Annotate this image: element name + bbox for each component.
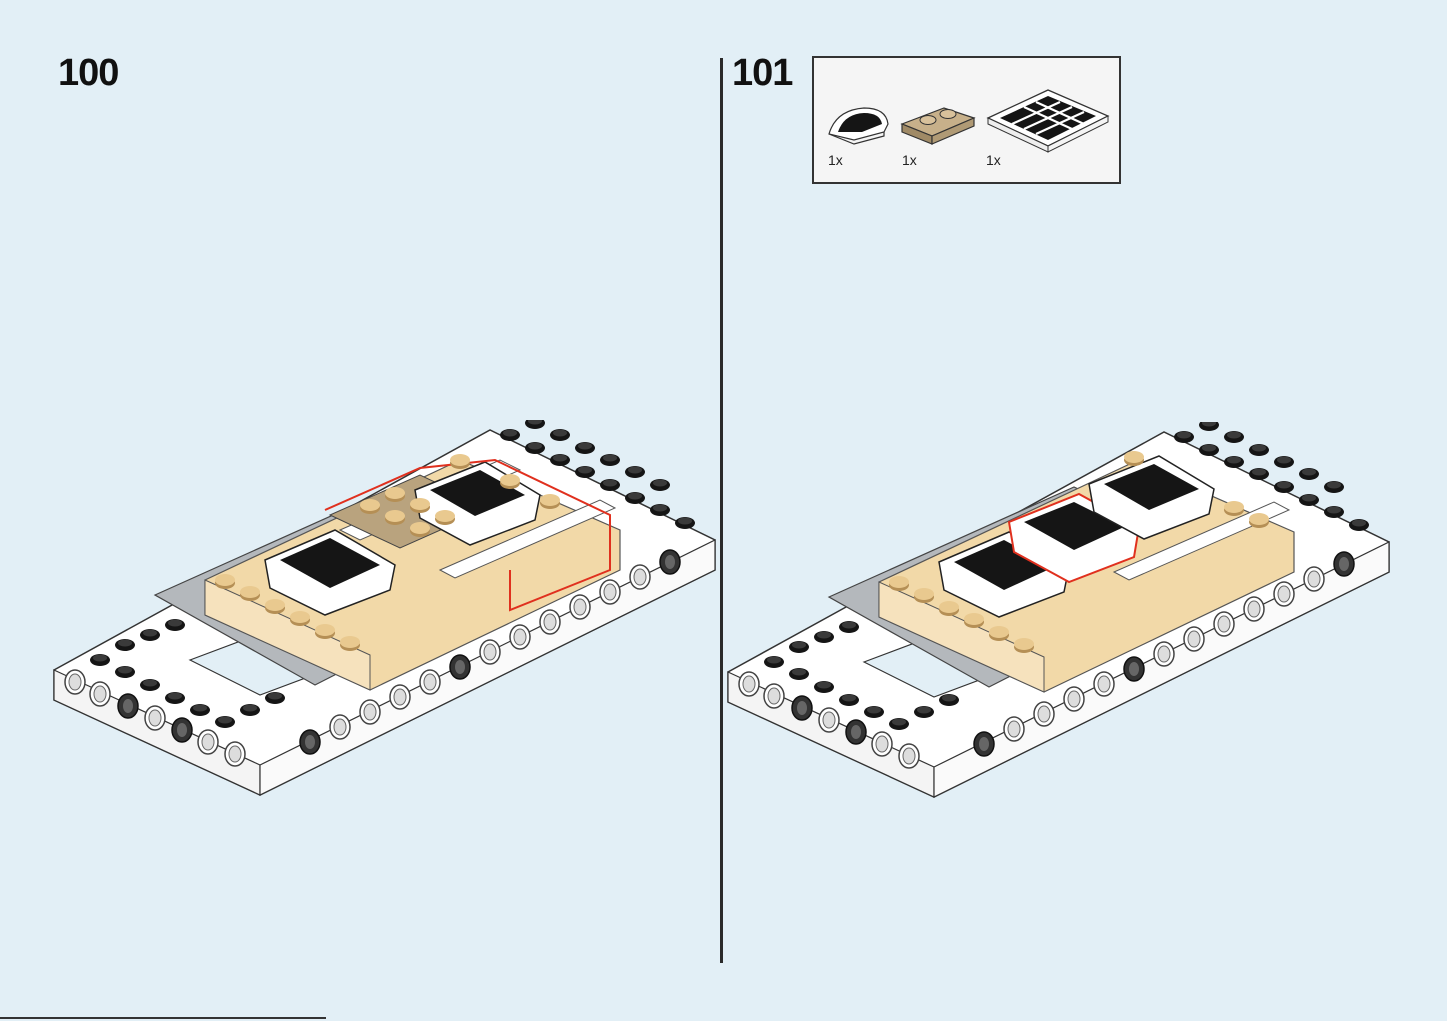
- step-number-101: 101: [732, 52, 792, 95]
- grille-tile-icon: [984, 66, 1112, 154]
- part-qty: 1x: [828, 152, 843, 168]
- step-number-100: 100: [58, 52, 118, 95]
- part-qty: 1x: [986, 152, 1001, 168]
- quarter-round-tile-icon: [824, 102, 894, 150]
- parts-callout-box: 1x 1x 1x: [812, 56, 1121, 184]
- step-101-model-illustration: [714, 422, 1404, 812]
- plate-1x2-tan-icon: [898, 104, 978, 148]
- part-qty: 1x: [902, 152, 917, 168]
- page-bottom-rule: [0, 1017, 326, 1019]
- step-100-model-illustration: [40, 420, 730, 810]
